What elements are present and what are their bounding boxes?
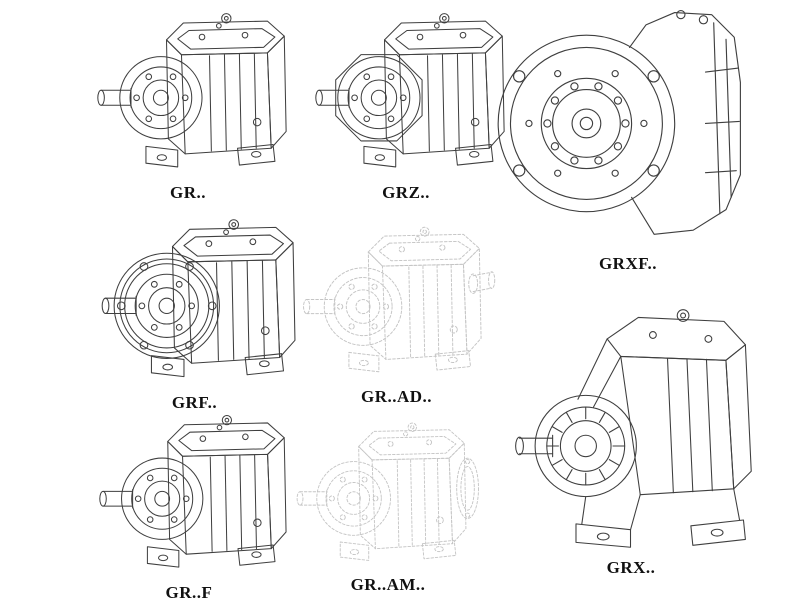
figure-gram: GR..AM..	[288, 418, 488, 595]
figure-label-grz: GRZ..	[382, 183, 430, 202]
figure-grx: GRX..	[492, 298, 770, 578]
input-flange-art	[113, 252, 220, 359]
motor-flange-art	[456, 457, 479, 520]
figure-grxf: GRXF..	[492, 0, 764, 274]
gearbox-front-flange-art	[497, 9, 741, 235]
figure-grft: GR..F	[90, 410, 288, 603]
gearbox-iso-art	[101, 219, 296, 378]
gearbox-iso-art	[97, 13, 287, 168]
figure-label-grft: GR..F	[165, 583, 213, 602]
figure-grf: GRF..	[92, 214, 297, 413]
figure-grad: GR..AD..	[294, 222, 499, 407]
gearbox-drawing-gr	[97, 13, 287, 168]
figure-label-grf: GRF..	[171, 393, 218, 412]
gearbox-drawing-grxf	[497, 9, 741, 235]
gearbox-iso-art	[296, 422, 467, 561]
gearbox-drawing-grf	[101, 219, 296, 378]
gearbox-drawing-grx	[515, 309, 752, 548]
figure-label-grad: GR..AD..	[360, 387, 433, 406]
gearbox-drawing-grz	[315, 13, 505, 168]
figure-label-grxf: GRXF..	[598, 254, 658, 273]
figure-label-gr: GR..	[170, 183, 206, 202]
figure-label-grx: GRX..	[606, 558, 656, 577]
gearbox-big-iso-art	[515, 309, 752, 548]
gearbox-iso-art	[303, 226, 482, 373]
adapter-shaft-art	[468, 271, 496, 294]
gearbox-drawing-grft	[99, 415, 287, 568]
figure-grz: GRZ..	[306, 8, 506, 203]
gearbox-iso-art	[315, 13, 505, 168]
figure-label-gram: GR..AM..	[350, 575, 426, 594]
gearbox-drawing-grad	[303, 226, 496, 373]
figure-gr: GR..	[88, 8, 288, 203]
gearbox-drawing-gram	[296, 422, 479, 561]
gearbox-iso-art	[99, 415, 287, 568]
